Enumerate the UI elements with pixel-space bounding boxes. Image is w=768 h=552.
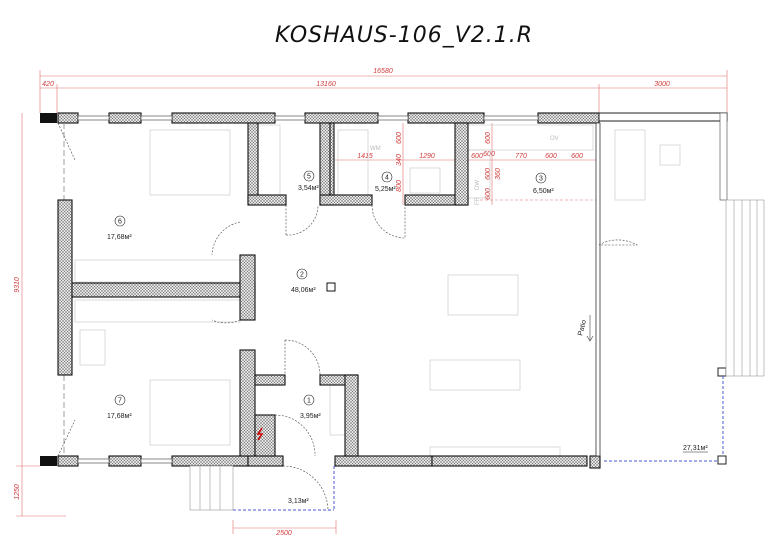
- dim-porch-width: 2500: [275, 530, 292, 537]
- dim-k9: 600: [545, 153, 557, 160]
- dim-house-width: 13160: [316, 81, 336, 88]
- dim-k5: 1290: [419, 153, 435, 160]
- dim-k3: 1415: [357, 153, 373, 160]
- room-5-label: 5 3,54м²: [298, 170, 319, 192]
- dim-k10: 600: [571, 153, 583, 160]
- exterior-walls: [40, 112, 728, 469]
- svg-text:6,50м²: 6,50м²: [533, 188, 554, 195]
- room-7-label: 7 17,68м²: [107, 394, 132, 420]
- porch: [189, 465, 335, 511]
- dim-k6: 600: [471, 153, 483, 160]
- svg-text:3: 3: [539, 176, 543, 183]
- svg-text:1: 1: [307, 398, 311, 405]
- dim-terrace-width: 3000: [654, 81, 670, 88]
- svg-text:3,95м²: 3,95м²: [300, 413, 321, 420]
- dim-k14: 800: [396, 180, 403, 192]
- dishwasher-label: DW: [475, 180, 481, 190]
- washer-label: WM: [370, 146, 381, 152]
- terrace-area: 27,31м²: [683, 445, 708, 452]
- patio-label: Patio: [577, 319, 588, 336]
- room-1-label: 1 3,95м²: [300, 394, 321, 420]
- plan-title: KOSHAUS-106_V2.1.R: [275, 23, 533, 48]
- svg-text:17,68м²: 17,68м²: [107, 413, 132, 420]
- dimension-lines: [16, 70, 728, 534]
- interior-walls: [57, 122, 469, 457]
- doors: [57, 122, 639, 512]
- dim-k1: 600: [396, 132, 403, 144]
- svg-text:17,68м²: 17,68м²: [107, 234, 132, 241]
- dim-left-offset: 420: [42, 81, 54, 88]
- terrace: [586, 112, 765, 465]
- dim-k2: 600: [485, 132, 492, 144]
- electric-panel-icon: [256, 427, 264, 441]
- room-2-label: 2 48,06м²: [291, 268, 316, 294]
- column-marker: [326, 282, 336, 292]
- dim-k12: 360: [495, 168, 502, 180]
- dim-k11: 600: [485, 168, 492, 180]
- svg-text:4: 4: [385, 175, 389, 182]
- svg-text:48,06м²: 48,06м²: [291, 287, 316, 294]
- room-4-label: 4 5,25м²: [375, 171, 396, 193]
- svg-text:5: 5: [307, 174, 311, 181]
- svg-text:3,54м²: 3,54м²: [298, 185, 319, 192]
- svg-text:2: 2: [300, 272, 304, 279]
- oven-label: OV: [550, 136, 559, 142]
- room-3-label: 3 6,50м²: [533, 172, 554, 195]
- dim-overall-width: 16580: [373, 68, 393, 75]
- dim-k8: 770: [515, 153, 527, 160]
- svg-text:5,25м²: 5,25м²: [375, 186, 396, 193]
- dim-k13: 600: [485, 188, 492, 200]
- porch-area: 3,13м²: [288, 498, 309, 505]
- room-6-label: 6 17,68м²: [107, 215, 132, 241]
- fridge-label: FR: [475, 196, 481, 205]
- dim-k4: 340: [396, 154, 403, 166]
- dim-porch-depth: 1250: [14, 484, 21, 500]
- svg-text:6: 6: [118, 219, 122, 226]
- dim-house-depth: 9310: [14, 277, 21, 293]
- svg-text:7: 7: [118, 398, 122, 405]
- dim-k7: 600: [483, 151, 495, 158]
